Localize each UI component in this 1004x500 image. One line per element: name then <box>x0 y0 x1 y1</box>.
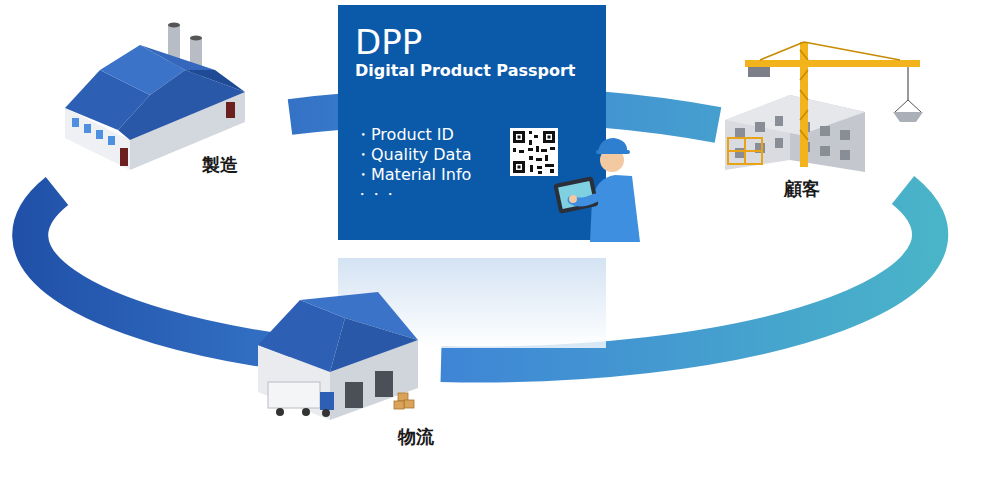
construction-icon <box>725 42 923 172</box>
panel-subtitle: Digital Product Passport <box>355 61 590 81</box>
info-item: ・Quality Data <box>355 145 590 165</box>
info-item: ・・・ <box>355 185 590 203</box>
stage-label: 顧客 <box>784 177 820 201</box>
info-item: ・Product ID <box>355 125 590 145</box>
stage-label: 物流 <box>398 425 434 449</box>
panel-title: DPP <box>355 23 590 61</box>
warehouse-icon <box>258 292 418 420</box>
info-item: ・Material Info <box>355 165 590 185</box>
dpp-panel <box>338 5 606 240</box>
qr-code <box>510 128 558 176</box>
stage-label: 製造 <box>202 153 238 177</box>
worker-figure <box>553 138 640 242</box>
factory-icon <box>65 23 245 171</box>
dpp-panel: DPPDigital Product Passport ・Product ID・Q… <box>338 5 606 240</box>
